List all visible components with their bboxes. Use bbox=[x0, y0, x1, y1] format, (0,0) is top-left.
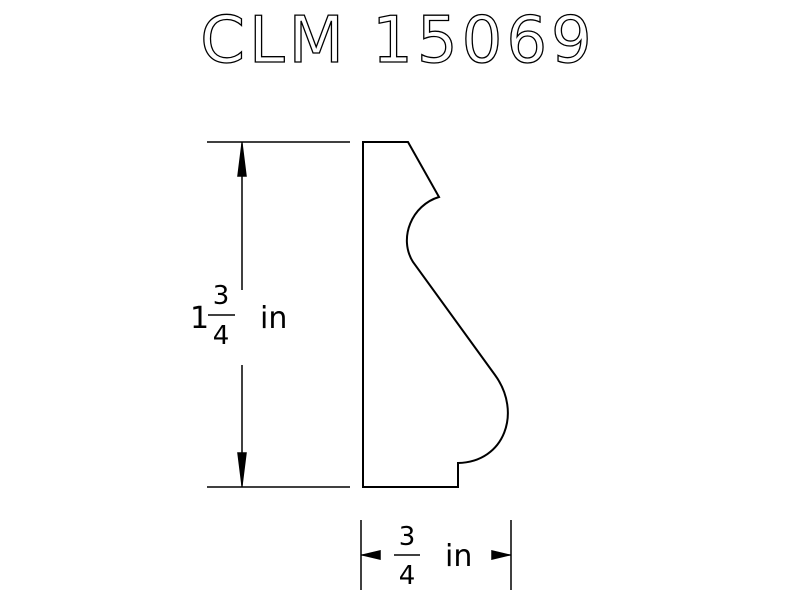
molding-profile bbox=[362, 141, 509, 488]
drawing-title: CLM 15069 bbox=[200, 4, 596, 78]
width-unit: in bbox=[445, 539, 472, 574]
arrow-right-icon bbox=[491, 550, 510, 560]
arrow-down-icon bbox=[237, 452, 247, 486]
height-denominator: 4 bbox=[213, 321, 230, 351]
arrow-left-icon bbox=[362, 550, 381, 560]
height-dimension bbox=[207, 141, 350, 488]
arrow-up-icon bbox=[237, 143, 247, 177]
width-dimension bbox=[360, 520, 512, 590]
width-numerator: 3 bbox=[399, 522, 416, 552]
width-denominator: 4 bbox=[399, 561, 416, 591]
height-whole: 1 bbox=[190, 301, 209, 336]
height-unit: in bbox=[260, 301, 287, 336]
height-numerator: 3 bbox=[213, 281, 230, 311]
